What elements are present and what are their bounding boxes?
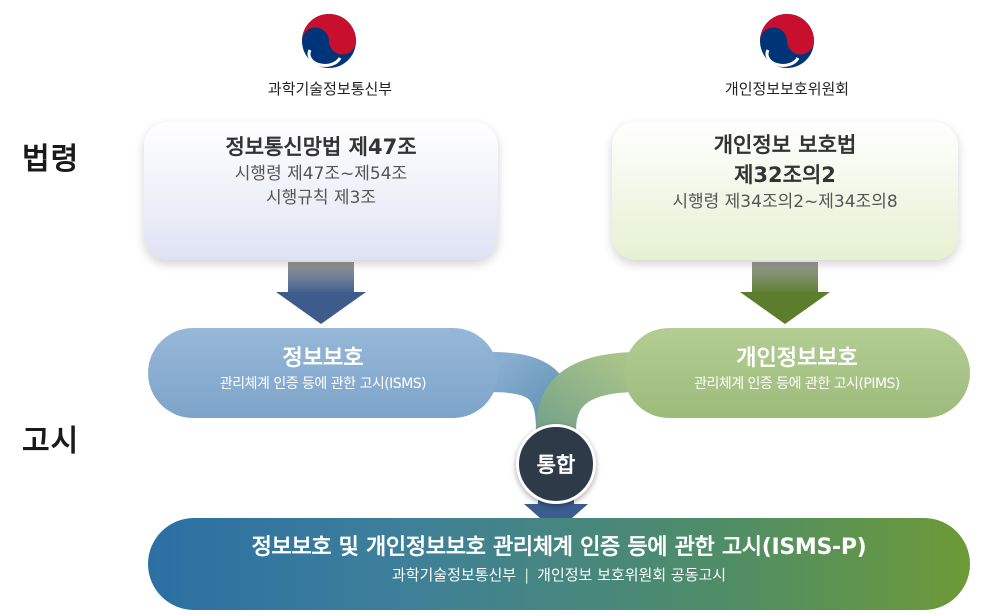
left-flow-arrow [276, 262, 366, 324]
notice-pims-title: 개인정보보호 [736, 346, 858, 371]
isms-p-org2: 개인정보 보호위원회 공동고시 [537, 566, 727, 584]
law-left-line3: 시행규칙 제3조 [265, 188, 377, 208]
law-right-line2: 제32조의2 [734, 163, 836, 187]
government-emblem-icon [302, 14, 356, 68]
government-emblem-icon [760, 14, 814, 68]
org-separator: | [524, 566, 530, 584]
notice-pims-pill: 개인정보보호 관리체계 인증 등에 관한 고시(PIMS) [624, 328, 970, 418]
notice-isms-subtitle: 관리체계 인증 등에 관한 고시(ISMS) [219, 376, 427, 392]
isms-p-title: 정보보호 및 개인정보보호 관리체계 인증 등에 관한 고시(ISMS-P) [251, 535, 867, 560]
isms-p-org1: 과학기술정보통신부 [391, 566, 517, 584]
merge-badge: 통합 [516, 424, 596, 504]
notice-label: 고시 [22, 424, 80, 459]
law-box-right: 개인정보 보호법 제32조의2 시행령 제34조의2~제34조의8 [612, 122, 958, 260]
law-right-line3: 시행령 제34조의2~제34조의8 [672, 192, 898, 212]
law-box-left: 정보통신망법 제47조 시행령 제47조~제54조 시행규칙 제3조 [144, 122, 498, 260]
notice-pims-subtitle: 관리체계 인증 등에 관한 고시(PIMS) [694, 376, 900, 392]
isms-p-notice-pill: 정보보호 및 개인정보보호 관리체계 인증 등에 관한 고시(ISMS-P) 과… [148, 518, 970, 610]
notice-isms-title: 정보보호 [282, 346, 364, 371]
law-left-line2: 시행령 제47조~제54조 [234, 164, 408, 184]
law-label: 법령 [22, 142, 80, 177]
right-flow-arrow [740, 262, 830, 324]
law-left-title: 정보통신망법 제47조 [225, 135, 417, 159]
isms-p-orgs: 과학기술정보통신부 | 개인정보 보호위원회 공동고시 [148, 564, 970, 586]
ministry-msit-name: 과학기술정보통신부 [267, 80, 393, 98]
ministry-pipc-name: 개인정보보호위원회 [724, 80, 850, 98]
law-right-title: 개인정보 보호법 [713, 133, 857, 157]
notice-isms-pill: 정보보호 관리체계 인증 등에 관한 고시(ISMS) [148, 328, 498, 418]
